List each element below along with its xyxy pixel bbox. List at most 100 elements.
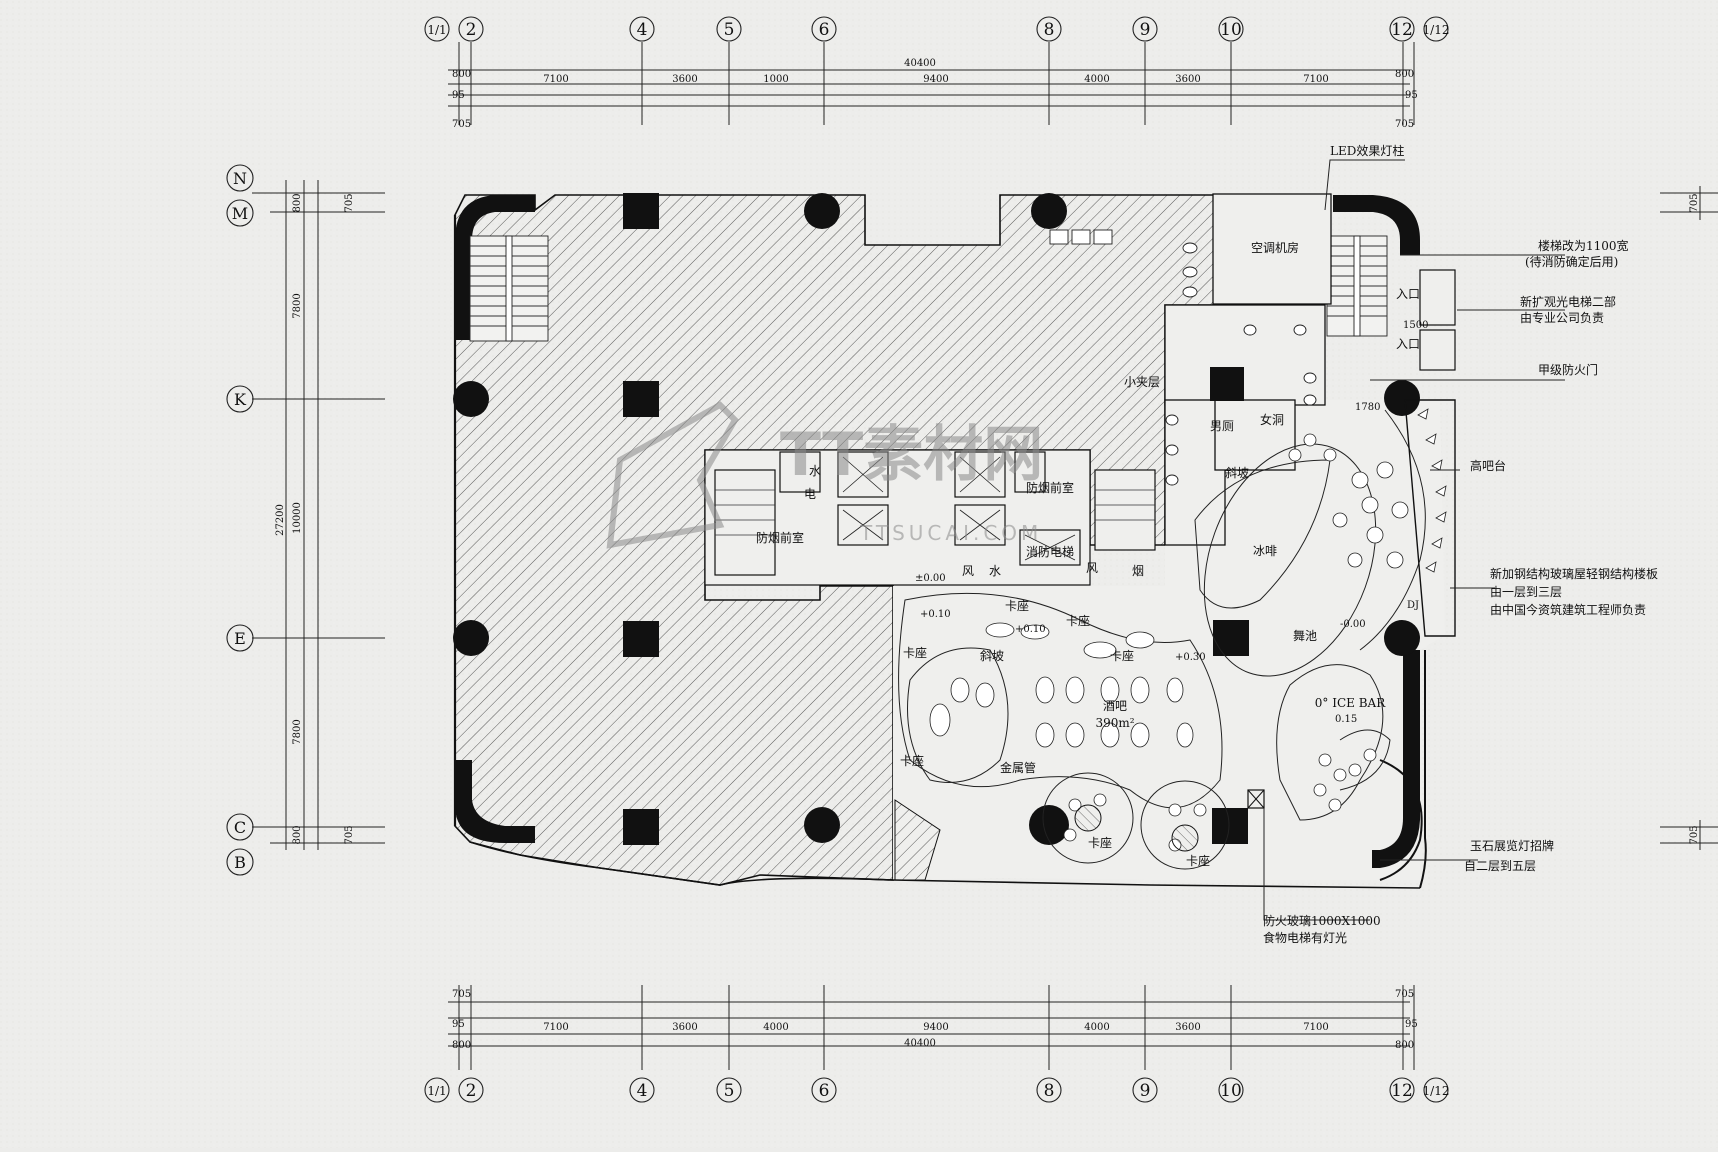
booth-label: 卡座	[903, 645, 927, 660]
column	[1029, 805, 1069, 845]
round-table-center	[1171, 824, 1199, 852]
bottom-span-dim: 7100	[543, 1022, 568, 1033]
edge-dim: 705	[344, 193, 355, 212]
note-fireglass-line2: 食物电梯有灯光	[1263, 930, 1347, 945]
edge-dim: 800	[1395, 1040, 1414, 1051]
dim-label: 1780	[1355, 402, 1380, 413]
shaft-black	[1210, 367, 1244, 401]
grid-label-row: N	[233, 169, 247, 188]
left-dim-texts: 27200 7800 10000 7800 800 705 800 705	[275, 193, 355, 844]
left-dimension-band	[252, 180, 385, 850]
bottom-span-dim: 4000	[1084, 1022, 1109, 1033]
smoke-front-left-label: 防烟前室	[756, 530, 804, 545]
dim-label: 1500	[1403, 320, 1428, 331]
top-span-dim: 7100	[543, 74, 568, 85]
corner-wall-se	[1372, 650, 1420, 868]
edge-dim: 95	[1405, 90, 1418, 101]
grid-label-col: 2	[466, 20, 477, 40]
bottom-grid-labels: 1/1 2 4 5 6 8 9 10 12 1/12	[427, 1081, 1449, 1101]
grid-label-col: 5	[724, 20, 735, 40]
level-label: -0.00	[1340, 619, 1366, 630]
bar-zone	[898, 409, 1426, 870]
grid-label-row: C	[234, 818, 246, 837]
dance-floor-label: 舞池	[1293, 629, 1317, 643]
right-edge-dim: 705	[1689, 825, 1700, 844]
high-bar-stools	[1417, 408, 1447, 573]
grid-label-col: 6	[819, 20, 830, 40]
bottom-dim-texts: 40400 7100 3600 4000 9400 4000 3600 7100…	[452, 989, 1418, 1051]
high-bar-counter	[1404, 399, 1456, 637]
grid-label-col: 12	[1391, 1081, 1413, 1101]
edge-dim: 705	[452, 989, 471, 1000]
note-glass-line3: 由中国今资筑建筑工程师负责	[1490, 602, 1646, 617]
bottom-grid-bubbles	[424, 1077, 1449, 1103]
mezzanine-label: 小夹层	[1124, 375, 1160, 389]
top-dim-texts: 40400 7100 3600 1000 9400 4000 3600 7100…	[452, 58, 1418, 130]
metal-pipe-label: 金属管	[1000, 760, 1036, 775]
booth-label: 卡座	[1186, 853, 1210, 868]
core-stairs	[715, 489, 1155, 536]
right-dimension-stubs	[1660, 186, 1718, 850]
stair-nw	[469, 235, 549, 342]
fire-elevator-label: 消防电梯	[1026, 544, 1074, 559]
booth-label: 卡座	[1066, 613, 1090, 628]
mens-wc-label: 男厕	[1210, 419, 1234, 433]
ice-bar-label: 0° ICE BAR	[1315, 696, 1386, 710]
top-grid-bubbles	[424, 16, 1449, 42]
column	[453, 620, 489, 656]
top-total-dim: 40400	[904, 58, 936, 69]
top-span-dim: 9400	[923, 74, 948, 85]
edge-dim: 705	[1395, 119, 1414, 130]
booth-label: 卡座	[1005, 598, 1029, 613]
bar-area-label: 390m²	[1095, 716, 1134, 730]
watermark-cn-text: TT素材网	[780, 420, 1043, 490]
grid-label-col: 1/1	[427, 23, 446, 37]
watermark-en-text: TTSUCAI.COM	[859, 521, 1042, 545]
left-span-dim: 7800	[292, 293, 303, 318]
grid-label-col: 5	[724, 1081, 735, 1101]
left-total-dim: 27200	[275, 504, 286, 536]
edge-dim: 705	[452, 119, 471, 130]
watermark-logo-shape	[606, 401, 739, 549]
entry-label: 入口	[1396, 287, 1420, 301]
column	[1384, 620, 1420, 656]
right-edge-dim: 705	[1689, 193, 1700, 212]
note-elevator-line2: 由专业公司负责	[1520, 310, 1604, 325]
note-glass-line1: 新加钢结构玻璃屋轻钢结构楼板	[1490, 566, 1658, 581]
ramp-label: 斜坡	[1225, 466, 1249, 480]
bottom-span-dim: 3600	[672, 1022, 697, 1033]
right-dim-texts: 705 705	[1689, 193, 1700, 844]
grid-label-col: 10	[1220, 1081, 1242, 1101]
shaft-smoke-label: 烟	[1132, 564, 1144, 578]
shaft-water2-label: 水	[989, 564, 1001, 578]
note-led: LED效果灯柱	[1330, 143, 1404, 158]
top-span-dim: 1000	[763, 74, 788, 85]
bottom-span-dim: 9400	[923, 1022, 948, 1033]
top-span-dim: 7100	[1303, 74, 1328, 85]
hatched-wedge	[894, 799, 941, 881]
level-label: +0.10	[1015, 624, 1046, 635]
column	[623, 621, 659, 657]
fire-glass-cross	[1247, 789, 1265, 809]
top-grid-labels: 1/1 2 4 5 6 8 9 10 12 1/12	[427, 20, 1449, 40]
stair-ne	[1326, 235, 1388, 337]
level-label: +0.30	[1175, 652, 1206, 663]
edge-dim: 800	[452, 1040, 471, 1051]
left-span-dim: 10000	[292, 502, 303, 534]
entry-shafts	[1419, 269, 1456, 371]
corner-wall-ne	[1333, 195, 1420, 255]
grid-label-col: 2	[466, 1081, 477, 1101]
edge-dim: 705	[344, 825, 355, 844]
grid-label-col: 1/12	[1423, 1084, 1450, 1098]
ice-cafe-label: 冰啡	[1253, 544, 1277, 558]
edge-dim: 95	[452, 90, 465, 101]
air-room-label: 空调机房	[1251, 240, 1299, 255]
grid-label-row: E	[234, 629, 246, 648]
grid-label-col: 4	[637, 1081, 648, 1101]
booth-label: 卡座	[1110, 648, 1134, 663]
bottom-span-dim: 4000	[763, 1022, 788, 1033]
grid-label-col: 6	[819, 1081, 830, 1101]
grid-label-col: 8	[1044, 1081, 1055, 1101]
grid-label-row: B	[234, 853, 246, 872]
grid-label-col: 8	[1044, 20, 1055, 40]
